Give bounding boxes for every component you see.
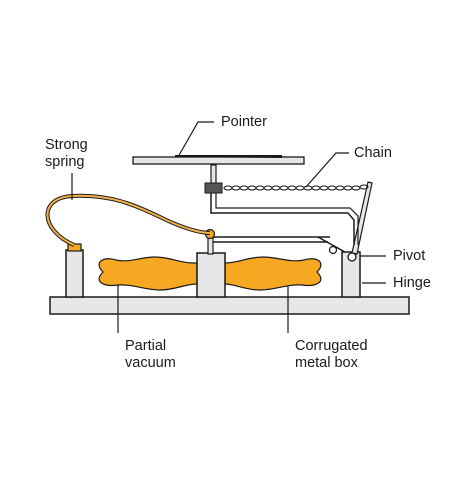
strong-spring-core [46, 194, 211, 246]
corrugated-label-line1: Corrugated [295, 338, 368, 354]
strong-spring-label: Strong spring [45, 137, 88, 171]
strong-spring-label-line2: spring [45, 154, 85, 170]
central-post [196, 252, 226, 298]
hinge-post [341, 251, 361, 298]
pointer-needle [175, 155, 282, 158]
leader-lines [71, 121, 386, 333]
pointer-bracket-inner [215, 192, 359, 245]
pointer-leader [177, 121, 214, 158]
base-plate [49, 296, 410, 315]
pivot-label-text: Pivot [393, 248, 426, 264]
upright-lever [351, 181, 373, 255]
chain-leader [305, 152, 349, 188]
chain-label: Chain [354, 145, 392, 162]
spring-post-cap [67, 243, 82, 252]
partial-vacuum-chamber [98, 256, 198, 291]
corrugated-label-line2: metal box [295, 355, 358, 371]
partial-vacuum-label-line2: vacuum [125, 355, 176, 371]
strong-spring-label-line1: Strong [45, 137, 88, 153]
pivot-label: Pivot [393, 248, 425, 265]
chain [223, 184, 369, 191]
hinge-label: Hinge [393, 275, 431, 292]
hinge-label-text: Hinge [393, 275, 431, 291]
pointer-label: Pointer [221, 114, 267, 131]
corrugated-box-right-section [224, 256, 322, 291]
pivot-joint [328, 245, 338, 255]
spring-post [65, 249, 84, 298]
hinge-joint [347, 252, 357, 262]
corrugated-metal-box-label: Corrugated metal box [295, 338, 368, 372]
pointer-label-text: Pointer [221, 114, 267, 130]
partial-vacuum-label-line1: Partial [125, 338, 167, 354]
partial-vacuum-label: Partial vacuum [125, 338, 176, 372]
chain-label-text: Chain [354, 145, 392, 161]
pointer-dial [132, 156, 305, 165]
chain-drum [204, 182, 223, 194]
pointer-bracket [210, 192, 355, 245]
